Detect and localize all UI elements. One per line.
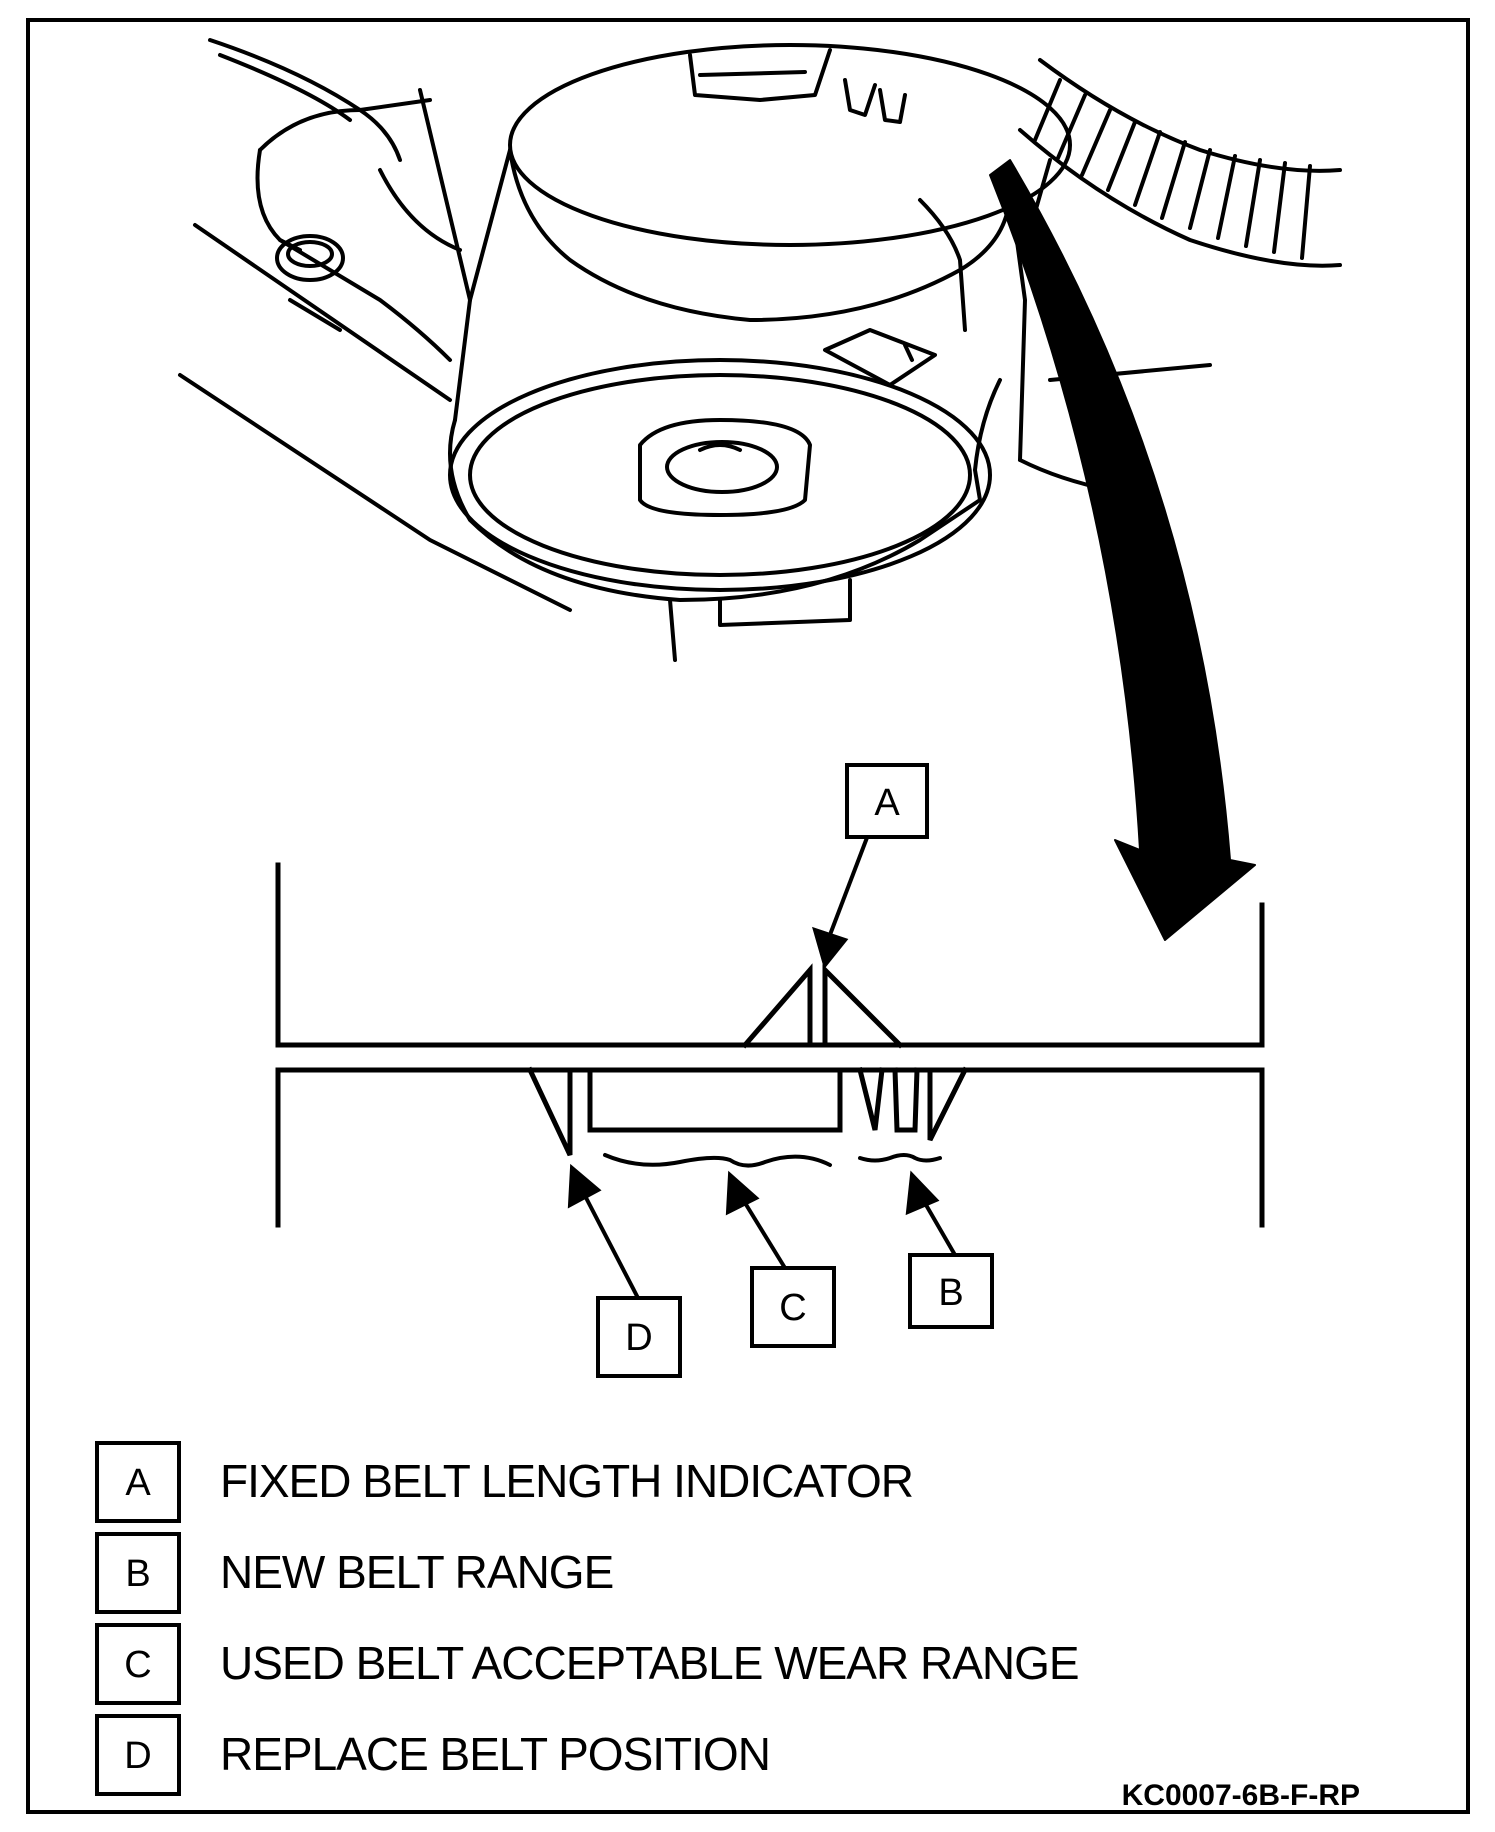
callout-leaders (567, 834, 957, 1299)
leader-c-arrowhead (725, 1170, 760, 1216)
callout-b: B (908, 1253, 994, 1329)
legend-text-a: FIXED BELT LENGTH INDICATOR (220, 1455, 913, 1507)
callout-a: A (845, 763, 929, 839)
leader-c (740, 1196, 787, 1270)
legend: A FIXED BELT LENGTH INDICATOR B NEW BELT… (95, 1441, 1080, 1796)
legend-item-d: D REPLACE BELT POSITION (95, 1714, 771, 1796)
legend-text-c: USED BELT ACCEPTABLE WEAR RANGE (220, 1637, 1079, 1689)
leader-b (920, 1196, 957, 1257)
legend-text-d: REPLACE BELT POSITION (220, 1728, 770, 1780)
callout-d-label: D (625, 1317, 652, 1359)
range-b-bracket (858, 1153, 942, 1163)
detail-pointer-arrow (989, 159, 1256, 941)
legend-item-c: C USED BELT ACCEPTABLE WEAR RANGE (95, 1623, 1080, 1705)
callout-c: C (750, 1266, 836, 1348)
callout-d: D (596, 1296, 682, 1378)
leader-a-arrowhead (812, 926, 849, 970)
figure-code: KC0007-6B-F-RP (1122, 1779, 1360, 1812)
legend-text-b: NEW BELT RANGE (220, 1546, 613, 1598)
range-c-bracket (603, 1153, 832, 1168)
leader-d (580, 1189, 640, 1299)
callout-a-label: A (874, 782, 900, 824)
legend-key-c: C (124, 1644, 151, 1686)
leader-a (826, 834, 870, 941)
leader-b-arrowhead (905, 1170, 940, 1216)
indicator-detail (275, 862, 1265, 1228)
outer-frame (26, 18, 1470, 1814)
legend-key-b: B (125, 1553, 150, 1595)
callout-b-label: B (938, 1272, 963, 1314)
legend-item-b: B NEW BELT RANGE (95, 1532, 614, 1614)
leader-d-arrowhead (567, 1163, 602, 1209)
callout-c-label: C (779, 1287, 806, 1329)
tensioner-illustration (178, 38, 1342, 662)
legend-key-d: D (124, 1735, 151, 1777)
legend-item-a: A FIXED BELT LENGTH INDICATOR (95, 1441, 914, 1523)
legend-key-a: A (125, 1462, 151, 1504)
